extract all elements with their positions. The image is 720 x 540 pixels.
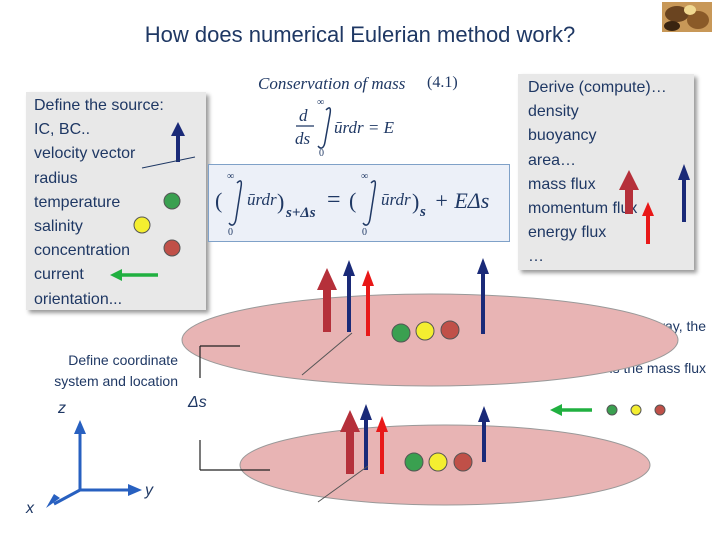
radius-line-icon: [141, 156, 196, 169]
eq-integrand2: ūrdr: [247, 190, 277, 209]
eq-inf: ∞: [227, 171, 234, 182]
legend-yellow-dot: [630, 404, 642, 416]
lower-momentum-flux-arrow: [360, 404, 372, 470]
lower-brown-dot: [453, 452, 473, 472]
eq-inf: ∞: [317, 97, 324, 108]
eq-ds: ds: [295, 129, 311, 148]
mass-flux-arrow-icon: [619, 170, 639, 214]
derive-item: energy flux: [528, 224, 607, 242]
upper-energy-flux-arrow: [362, 270, 374, 336]
upper-mass-flux-arrow: [317, 268, 337, 332]
source-item: velocity vector: [34, 145, 136, 163]
derive-item: momentum flux: [528, 200, 638, 218]
legend-brown-dot: [654, 404, 666, 416]
upper-yellow-dot: [415, 321, 435, 341]
svg-text:): ): [412, 189, 419, 214]
source-item: salinity: [34, 218, 83, 236]
velocity-vector-icon: [171, 122, 185, 162]
upper-cross-section: [181, 293, 679, 387]
svg-text:): ): [277, 189, 284, 214]
lower-mass-flux-arrow: [340, 410, 360, 474]
axis-label-y: y: [145, 482, 153, 499]
source-item: IC, BC..: [34, 121, 91, 139]
temperature-dot-icon: [163, 192, 181, 210]
source-item: Define the source:: [34, 97, 164, 114]
concentration-dot-icon: [163, 239, 181, 257]
upper-momentum-flux-arrow: [343, 260, 355, 332]
svg-text:(: (: [215, 188, 222, 213]
equation-derivative: d ds ∞ 0 ūrdr = E: [290, 94, 420, 160]
derive-item: mass flux: [528, 175, 596, 193]
energy-flux-arrow-icon: [642, 202, 654, 244]
derive-item: buoyancy: [528, 127, 597, 145]
derive-item: Derive (compute)…: [528, 79, 667, 96]
axis-label-x: x: [26, 500, 34, 517]
eq-sub1: s+Δs: [285, 205, 316, 221]
derive-item: area…: [528, 151, 577, 169]
source-item: current: [34, 266, 84, 284]
upper-radius-line: [301, 332, 353, 376]
derive-item: …: [528, 248, 544, 266]
source-item: temperature: [34, 193, 121, 211]
eq-equals: =: [327, 187, 341, 213]
lower-velocity-arrow: [478, 406, 490, 462]
eq-d: d: [299, 106, 308, 125]
lower-energy-flux-arrow: [376, 416, 388, 474]
eq-sub2: s: [419, 204, 426, 220]
upper-brown-dot: [440, 320, 460, 340]
source-item: radius: [34, 169, 78, 187]
upper-green-dot: [391, 323, 411, 343]
current-arrow-icon: [110, 269, 158, 281]
eq-zero: 0: [362, 227, 367, 238]
coordinate-axes: [46, 420, 142, 508]
delta-s-label: Δs: [188, 394, 207, 411]
eq-integrand2: ūrdr: [381, 190, 411, 209]
derive-box: Derive (compute)… density buoyancy area……: [518, 74, 694, 270]
legend-green-dot: [606, 404, 618, 416]
source-item: concentration: [34, 242, 131, 260]
source-item: orientation...: [34, 290, 123, 308]
equation-heading: Conservation of mass: [258, 74, 406, 93]
delta-s-bracket: [199, 345, 270, 471]
momentum-flux-arrow-icon: [678, 164, 690, 222]
eq-zero: 0: [319, 148, 324, 159]
salinity-dot-icon: [133, 216, 151, 234]
lower-yellow-dot: [428, 452, 448, 472]
lower-radius-line: [317, 465, 369, 503]
svg-text:(: (: [349, 188, 356, 213]
legend-current-arrow: [550, 404, 592, 416]
axis-label-z: z: [58, 400, 66, 417]
slide-title: How does numerical Eulerian method work?: [144, 22, 576, 47]
photo-logo-icon: [662, 2, 712, 32]
eq-integrand: ūrdr = E: [334, 118, 395, 137]
eq-tail: + EΔs: [434, 188, 489, 213]
eq-inf: ∞: [361, 171, 368, 182]
derive-item: density: [528, 103, 579, 121]
eq-zero: 0: [228, 227, 233, 238]
equation-number: (4.1): [427, 74, 458, 91]
upper-velocity-arrow: [477, 258, 489, 334]
coordinate-label: Define coordinate system and location: [54, 352, 178, 389]
equation-box: ( ∞ 0 ūrdr ) s+Δs = ( ∞ 0 ūrdr ) s + EΔs: [208, 164, 510, 242]
lower-green-dot: [404, 452, 424, 472]
